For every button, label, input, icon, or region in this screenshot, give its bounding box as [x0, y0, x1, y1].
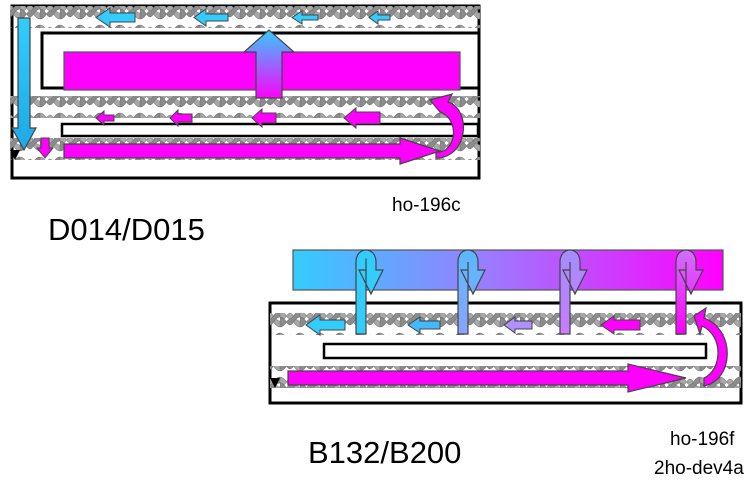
top-mid-arrow-4 — [343, 106, 381, 130]
top-inner-rail-2 — [60, 122, 480, 138]
bottom-structure-label: B132/B200 — [308, 435, 462, 470]
top-mid-arrow-3 — [251, 107, 277, 129]
bottom-u-arrow-3 — [559, 249, 588, 335]
bottom-u-turn-arrow — [693, 306, 728, 387]
top-row-arrow-3 — [291, 10, 319, 25]
top-u-turn-arrow — [428, 93, 464, 159]
bottom-u-arrow-1 — [355, 249, 384, 335]
bottom-row-arrow-3 — [503, 316, 533, 334]
top-mid-arrow-1 — [95, 109, 115, 127]
top-structure-label: D014/D015 — [48, 212, 205, 247]
bottom-code-label-1: ho-196f — [670, 429, 735, 450]
bottom-inner-rail — [322, 342, 708, 360]
top-long-right-arrow — [63, 137, 442, 165]
top-small-down-arrow — [35, 137, 55, 159]
top-helix-1 — [10, 6, 480, 28]
bottom-end-marker-icon — [270, 378, 280, 388]
bottom-u-arrow-2 — [457, 249, 486, 335]
top-mid-arrow-2 — [169, 108, 193, 128]
bottom-frame — [268, 301, 743, 405]
top-end-marker-icon — [10, 150, 20, 160]
bottom-u-arrow-4 — [675, 249, 704, 335]
top-row-arrow-2 — [193, 8, 229, 27]
bottom-row-arrow-1 — [305, 314, 346, 336]
bottom-row-arrow-2 — [407, 316, 441, 334]
bottom-row-arrow-4 — [600, 315, 641, 335]
top-up-arrow — [242, 29, 296, 99]
bottom-long-right-arrow — [287, 363, 687, 393]
top-helix-2 — [10, 96, 480, 118]
bottom-structure — [268, 249, 743, 405]
top-row-arrow-4 — [368, 10, 391, 25]
top-structure — [10, 4, 481, 180]
top-down-arrow — [10, 17, 38, 152]
bottom-code-label-2: 2ho-dev4a — [654, 458, 744, 479]
top-code-label: ho-196c — [392, 195, 461, 216]
top-row-arrow-1 — [95, 7, 136, 28]
